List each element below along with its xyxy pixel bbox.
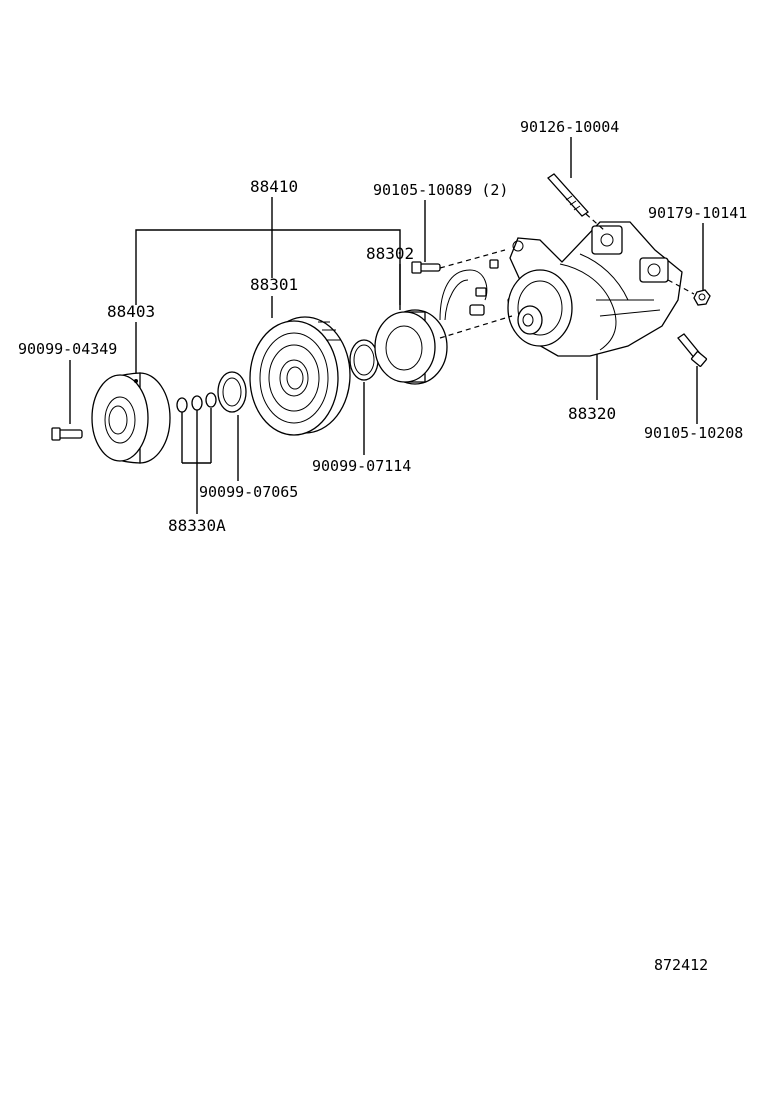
- label-coil: 88302: [366, 244, 414, 263]
- coil-bolt-part: [411, 261, 441, 274]
- stud-bolt-part: [547, 173, 589, 217]
- compressor-part: [507, 221, 683, 357]
- label-shims: 88330A: [168, 516, 226, 535]
- pulley-part: [249, 316, 351, 436]
- field-coil-part: [374, 309, 448, 385]
- clutch-hub-part: [91, 372, 171, 464]
- compressor-bolt-part: [677, 333, 708, 367]
- leader-lines: [69, 137, 704, 514]
- label-bolt-set: 90105-10089 (2): [373, 181, 508, 199]
- label-bolt-left: 90099-04349: [18, 340, 117, 358]
- label-hub: 88403: [107, 302, 155, 321]
- label-pulley: 88301: [250, 275, 298, 294]
- label-snap-ring-shim: 90099-07065: [199, 483, 298, 501]
- label-compressor: 88320: [568, 404, 616, 423]
- label-clutch-assy: 88410: [250, 177, 298, 196]
- wire-harness-part: [439, 259, 499, 321]
- assembly-lines: [439, 213, 695, 339]
- label-bolt-top: 90126-10004: [520, 118, 619, 136]
- label-nut-right: 90179-10141: [648, 204, 747, 222]
- label-snap-ring-coil: 90099-07114: [312, 457, 411, 475]
- hub-bolt-part: [51, 427, 83, 441]
- label-diagram-number: 872412: [654, 956, 708, 974]
- snap-ring-shim-part: [217, 371, 247, 413]
- label-bolt-bottom: 90105-10208: [644, 424, 743, 442]
- shims-part: [176, 392, 217, 413]
- snap-ring-coil-part: [349, 339, 379, 381]
- compressor-nut-part: [693, 289, 711, 306]
